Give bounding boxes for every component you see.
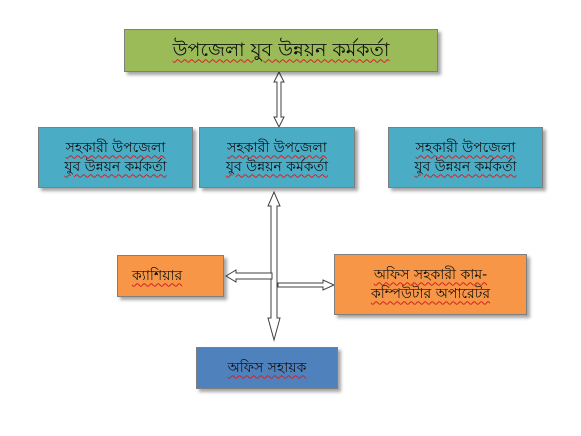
assistant-officer-box-left: সহকারী উপজেলা যুব উন্নয়ন কর্মকর্তা [38,127,193,188]
arrow-to-office-assistant [277,279,336,291]
assistant-officer-line2: যুব উন্নয়ন কর্মকর্তা [225,158,329,175]
arrow-top-to-assistant [273,70,285,129]
cashier-label: ক্যাশিয়ার [132,267,183,284]
office-peon-label: অফিস সহায়ক [227,359,307,376]
cashier-box: ক্যাশিয়ার [117,255,224,297]
arrow-assistant-to-peon [267,190,281,342]
assistant-officer-line2: যুব উন্নয়ন কর্মকর্তা [414,158,517,175]
assistant-officer-line1: সহকারী উপজেলা [65,139,166,156]
office-assistant-line2: কম্পিউটার অপারেটর [370,285,491,302]
office-assistant-computer-operator-box: অফিস সহকারী কাম- কম্পিউটার অপারেটর [334,254,527,315]
assistant-officer-line2: যুব উন্নয়ন কর্মকর্তা [64,158,167,175]
office-assistant-line1: অফিস সহকারী কাম- [373,266,488,283]
assistant-officer-box-right: সহকারী উপজেলা যুব উন্নয়ন কর্মকর্তা [388,127,543,188]
arrow-to-cashier [225,269,273,283]
assistant-officer-line1: সহকারী উপজেলা [415,139,516,156]
upazila-youth-officer-box: উপজেলা যুব উন্নয়ন কর্মকর্তা [124,29,438,72]
upazila-youth-officer-label: উপজেলা যুব উন্নয়ন কর্মকর্তা [172,38,390,61]
assistant-officer-box-center: সহকারী উপজেলা যুব উন্নয়ন কর্মকর্তা [199,127,355,188]
assistant-officer-line1: সহকারী উপজেলা [227,139,327,156]
office-peon-box: অফিস সহায়ক [196,347,338,389]
